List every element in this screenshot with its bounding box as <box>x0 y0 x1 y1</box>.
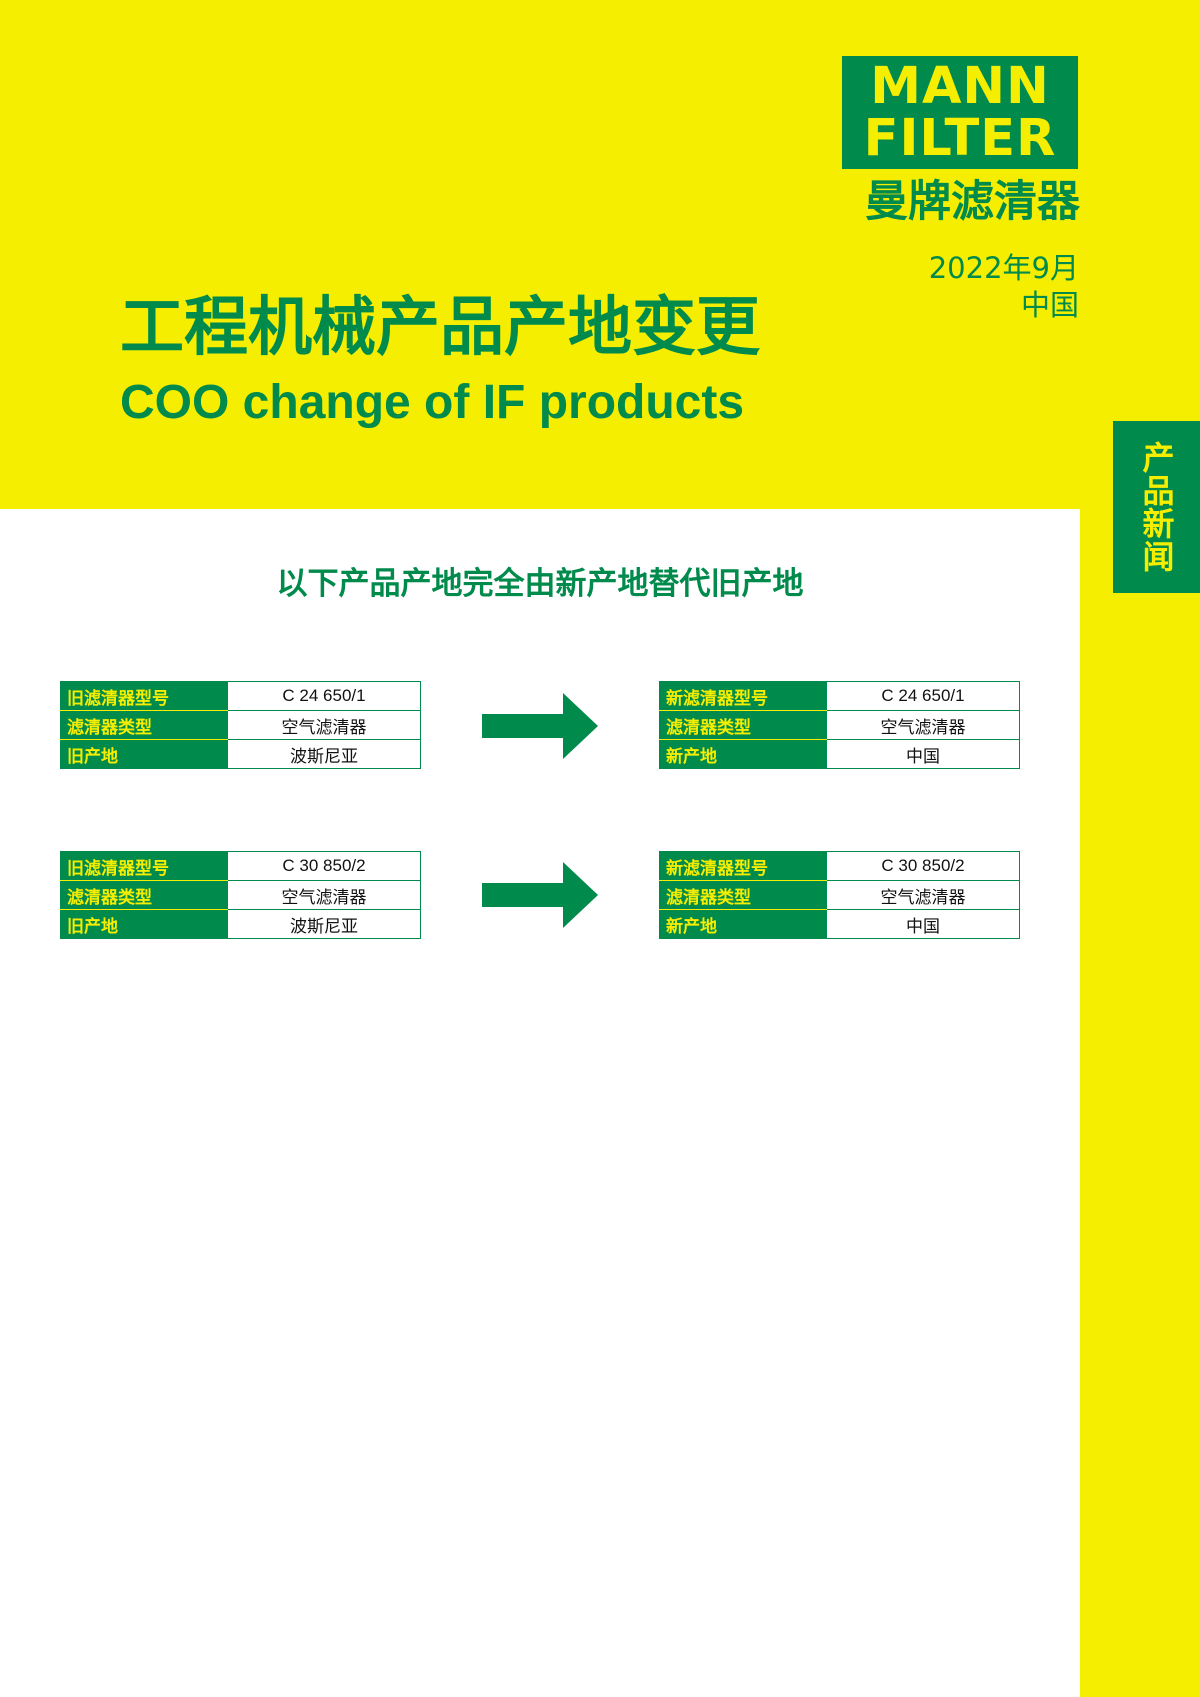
field-label: 新滤清器型号 <box>659 681 827 711</box>
page-title-en: COO change of IF products <box>120 376 745 429</box>
field-value: 空气滤清器 <box>227 880 421 910</box>
table-row: 新滤清器型号 C 30 850/2 <box>659 851 1020 881</box>
table-row: 滤清器类型 空气滤清器 <box>659 710 1020 740</box>
table-row: 新产地 中国 <box>659 739 1020 769</box>
field-value: C 24 650/1 <box>826 681 1020 711</box>
field-value: 波斯尼亚 <box>227 739 421 769</box>
logo-line-2: FILTER <box>863 108 1057 168</box>
table-row: 滤清器类型 空气滤清器 <box>60 710 421 740</box>
field-value: 中国 <box>826 739 1020 769</box>
table-row: 旧滤清器型号 C 24 650/1 <box>60 681 421 711</box>
new-product-table-2: 新滤清器型号 C 30 850/2 滤清器类型 空气滤清器 新产地 中国 <box>659 851 1020 939</box>
field-value: 空气滤清器 <box>227 710 421 740</box>
brand-name-cn: 曼牌滤清器 <box>865 177 1080 227</box>
section-subtitle: 以下产品产地完全由新产地替代旧产地 <box>276 566 804 602</box>
date-block: 2022年9月 中国 <box>929 250 1079 324</box>
old-product-table-2: 旧滤清器型号 C 30 850/2 滤清器类型 空气滤清器 旧产地 波斯尼亚 <box>60 851 421 939</box>
field-label: 旧滤清器型号 <box>60 851 228 881</box>
logo-line-1: MANN <box>870 56 1050 116</box>
table-row: 旧产地 波斯尼亚 <box>60 909 421 939</box>
field-label: 滤清器类型 <box>60 880 228 910</box>
region: 中国 <box>1020 288 1079 322</box>
table-row: 滤清器类型 空气滤清器 <box>659 880 1020 910</box>
page-title-cn: 工程机械产品产地变更 <box>120 291 760 365</box>
new-product-table-1: 新滤清器型号 C 24 650/1 滤清器类型 空气滤清器 新产地 中国 <box>659 681 1020 769</box>
field-value: 中国 <box>826 909 1020 939</box>
field-label: 旧产地 <box>60 739 228 769</box>
field-value: 波斯尼亚 <box>227 909 421 939</box>
table-row: 旧产地 波斯尼亚 <box>60 739 421 769</box>
arrow-right-icon <box>482 693 598 759</box>
field-value: 空气滤清器 <box>826 710 1020 740</box>
table-row: 新产地 中国 <box>659 909 1020 939</box>
field-value: 空气滤清器 <box>826 880 1020 910</box>
field-value: C 24 650/1 <box>227 681 421 711</box>
field-label: 滤清器类型 <box>659 710 827 740</box>
field-label: 新产地 <box>659 909 827 939</box>
field-label: 滤清器类型 <box>659 880 827 910</box>
field-label: 旧产地 <box>60 909 228 939</box>
field-value: C 30 850/2 <box>826 851 1020 881</box>
mann-filter-logo: MANN FILTER <box>842 56 1078 169</box>
field-label: 旧滤清器型号 <box>60 681 228 711</box>
field-value: C 30 850/2 <box>227 851 421 881</box>
table-row: 新滤清器型号 C 24 650/1 <box>659 681 1020 711</box>
arrow-right-icon <box>482 862 598 928</box>
field-label: 滤清器类型 <box>60 710 228 740</box>
table-row: 旧滤清器型号 C 30 850/2 <box>60 851 421 881</box>
field-label: 新产地 <box>659 739 827 769</box>
product-news-tab: 产品新闻 <box>1113 421 1200 593</box>
field-label: 新滤清器型号 <box>659 851 827 881</box>
old-product-table-1: 旧滤清器型号 C 24 650/1 滤清器类型 空气滤清器 旧产地 波斯尼亚 <box>60 681 421 769</box>
publish-date: 2022年9月 <box>928 251 1079 285</box>
table-row: 滤清器类型 空气滤清器 <box>60 880 421 910</box>
